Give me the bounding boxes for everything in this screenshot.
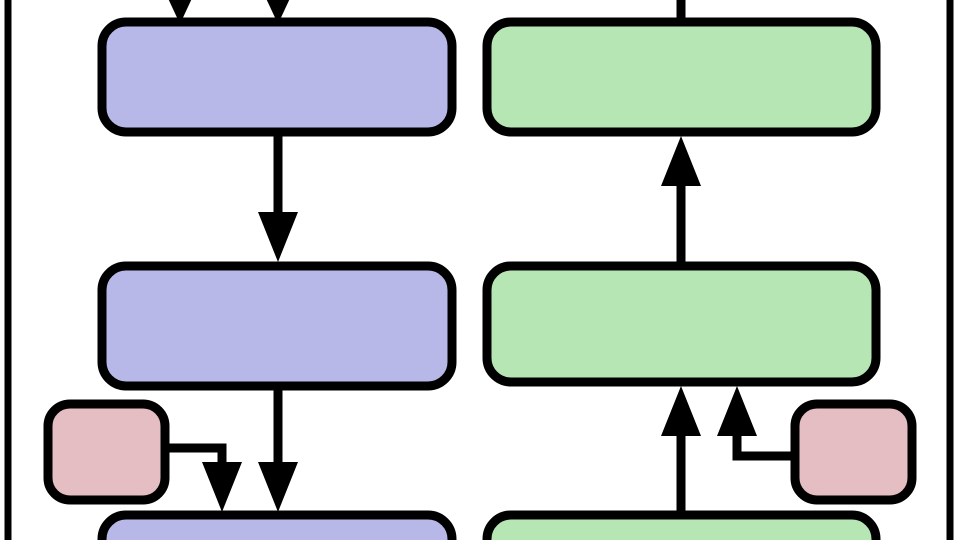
arrowhead-right-side-to-2 (717, 386, 757, 436)
node-right-block-3-shape[interactable] (482, 510, 881, 540)
node-right-block-1[interactable] (482, 17, 881, 137)
arrowhead-incoming-left-a (168, 0, 192, 24)
arrowhead-incoming-left-b (266, 0, 290, 24)
node-right-block-2[interactable] (482, 261, 881, 387)
node-left-block-3-shape[interactable] (97, 510, 457, 540)
arrowhead-right-2-to-1 (661, 136, 701, 186)
arrowhead-left-1-to-2 (258, 212, 298, 262)
node-left-block-2-shape[interactable] (97, 261, 457, 391)
edges-layer (160, 0, 800, 518)
edge-right-side-to-2 (732, 432, 800, 461)
node-left-block-3[interactable] (97, 510, 457, 540)
node-right-block-1-shape[interactable] (482, 17, 881, 137)
node-left-side-block-shape[interactable] (43, 399, 170, 505)
node-right-side-block[interactable] (790, 399, 917, 505)
arrowhead-right-3-to-2 (661, 386, 701, 436)
frame-rules (4, 0, 954, 540)
nodes-layer (43, 17, 917, 540)
arrowhead-left-side-to-3 (202, 462, 242, 512)
node-left-block-2[interactable] (97, 261, 457, 391)
node-right-side-block-shape[interactable] (790, 399, 917, 505)
node-left-block-1-shape[interactable] (97, 17, 457, 137)
node-left-block-1[interactable] (97, 17, 457, 137)
arrowhead-left-2-to-3 (258, 462, 298, 512)
node-right-block-2-shape[interactable] (482, 261, 881, 387)
node-left-side-block[interactable] (43, 399, 170, 505)
edge-left-side-to-3 (160, 443, 227, 468)
node-right-block-3[interactable] (482, 510, 881, 540)
